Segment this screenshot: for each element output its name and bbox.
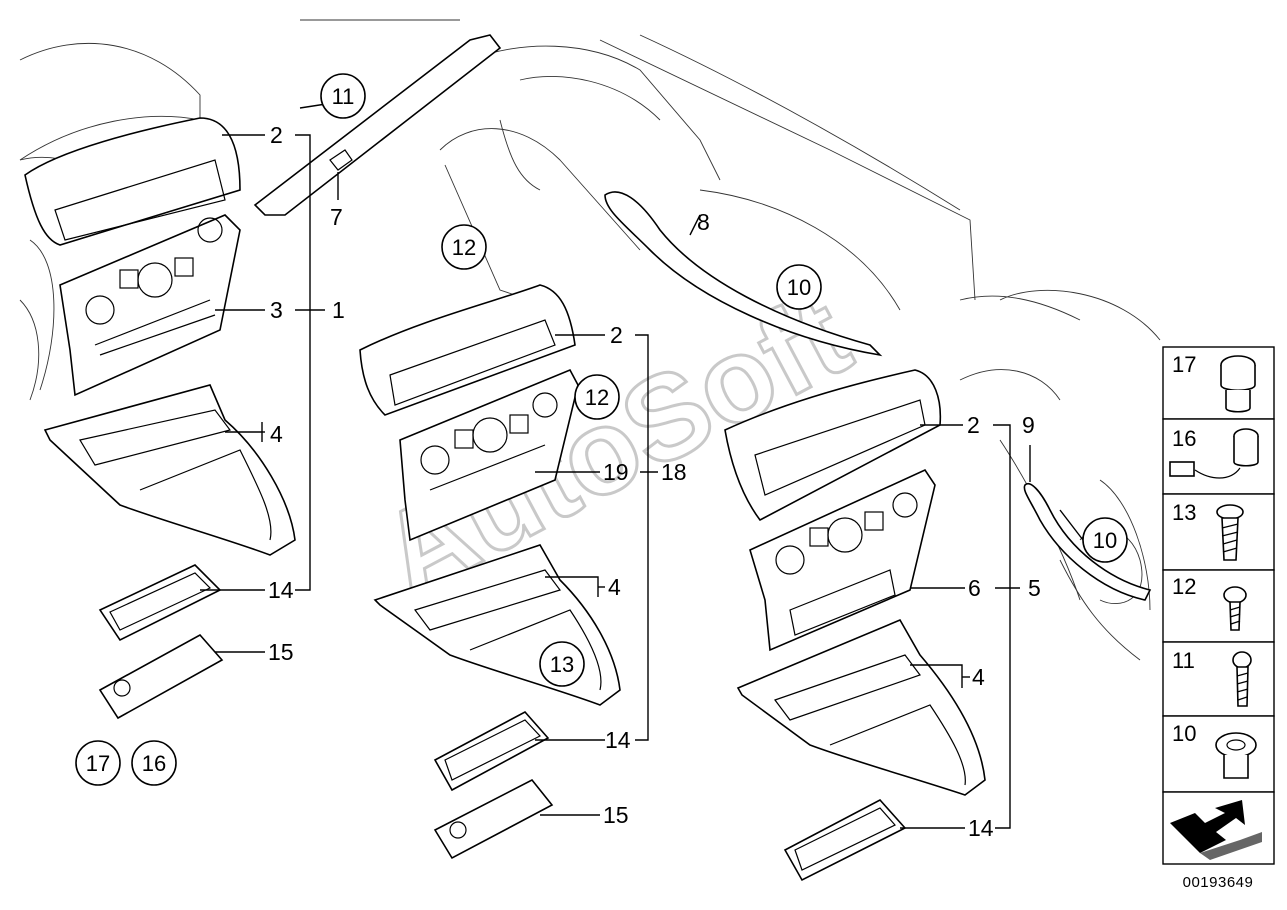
callout-1: 1 — [332, 297, 345, 323]
callout-19: 19 — [603, 459, 629, 485]
part-center-console-left — [43, 384, 296, 556]
circled-callout-13-label: 13 — [550, 652, 574, 677]
part-storage-tray-left — [98, 564, 222, 642]
circled-callout-13 — [539, 641, 585, 687]
short-screw-icon — [1223, 586, 1247, 631]
callout-4: 4 — [972, 664, 985, 690]
part-center-console-right — [736, 618, 986, 796]
small-parts-legend: 17 16 13 12 11 — [1162, 346, 1275, 891]
callout-2: 2 — [610, 322, 623, 348]
part-side-trim — [1023, 483, 1152, 601]
legend-number: 10 — [1172, 721, 1196, 746]
legend-cell — [1162, 493, 1275, 571]
legend-number: 16 — [1172, 426, 1196, 451]
callout-18: 18 — [661, 459, 687, 485]
callout-5: 5 — [1028, 575, 1041, 601]
assembly-left — [24, 117, 296, 720]
legend-number: 17 — [1172, 352, 1196, 377]
legend-number: 13 — [1172, 500, 1196, 525]
part-control-panel-middle — [399, 368, 579, 542]
direction-arrow-icon — [1170, 800, 1262, 860]
circled-callout-11-label: 11 — [332, 84, 355, 109]
part-tray-with-socket-middle — [433, 778, 554, 860]
callout-14: 14 — [968, 815, 994, 841]
leader-lines — [200, 97, 1084, 829]
socket-with-cable-icon — [1169, 428, 1259, 479]
expanding-nut-icon — [1215, 732, 1257, 779]
screw-icon — [1232, 651, 1252, 707]
callout-3: 3 — [270, 297, 283, 323]
callout-2: 2 — [270, 122, 283, 148]
circled-callouts: 11 12 12 13 10 10 17 16 — [75, 73, 1128, 786]
circled-callout-17 — [75, 740, 121, 786]
callout-4: 4 — [270, 421, 283, 447]
circled-callout-12 — [574, 374, 620, 420]
part-door-trim — [604, 191, 883, 357]
part-tray-with-socket-left — [98, 633, 224, 720]
circled-callout-10-label: 10 — [787, 275, 811, 300]
callout-6: 6 — [968, 575, 981, 601]
part-storage-tray-middle — [433, 710, 550, 792]
legend-number: 12 — [1172, 574, 1196, 599]
callout-9: 9 — [1022, 412, 1035, 438]
circled-callout-16-label: 16 — [142, 751, 166, 776]
callout-15: 15 — [268, 639, 294, 665]
background-interior-sketch — [19, 19, 1161, 661]
callout-numbers: 2 3 1 4 14 15 7 8 2 19 18 4 14 15 2 9 6 … — [268, 122, 1041, 841]
circled-callout-10 — [776, 264, 822, 310]
circled-callout-11 — [320, 73, 366, 119]
legend-cell — [1162, 641, 1275, 717]
legend-cell — [1162, 715, 1275, 793]
circled-callout-17-label: 17 — [86, 751, 110, 776]
callout-4: 4 — [608, 574, 621, 600]
circled-callout-10-label: 10 — [1093, 528, 1117, 553]
part-storage-tray-right — [783, 799, 907, 882]
callout-7: 7 — [330, 204, 343, 230]
part-trim-strip — [253, 34, 502, 216]
socket-icon — [1220, 355, 1256, 413]
screw-icon — [1216, 504, 1244, 561]
legend-cell — [1162, 569, 1275, 643]
part-trim-frame-middle — [359, 284, 576, 416]
circled-callout-12-label: 12 — [585, 385, 609, 410]
part-control-panel-right — [749, 468, 936, 652]
part-trim-frame-right — [724, 369, 942, 522]
callout-2: 2 — [967, 412, 980, 438]
part-trim-frame-left — [24, 117, 241, 246]
callout-15: 15 — [603, 802, 629, 828]
callout-8: 8 — [697, 209, 710, 235]
circled-callout-10 — [1082, 517, 1128, 563]
callout-14: 14 — [605, 727, 631, 753]
circled-callout-12 — [441, 224, 487, 270]
part-control-panel-left — [59, 214, 241, 397]
callout-14: 14 — [268, 577, 294, 603]
document-number: 00193649 — [1183, 874, 1254, 891]
circled-callout-16 — [131, 740, 177, 786]
legend-number: 11 — [1172, 648, 1195, 673]
assembly-right — [724, 369, 986, 882]
circled-callout-12-label: 12 — [452, 235, 476, 260]
